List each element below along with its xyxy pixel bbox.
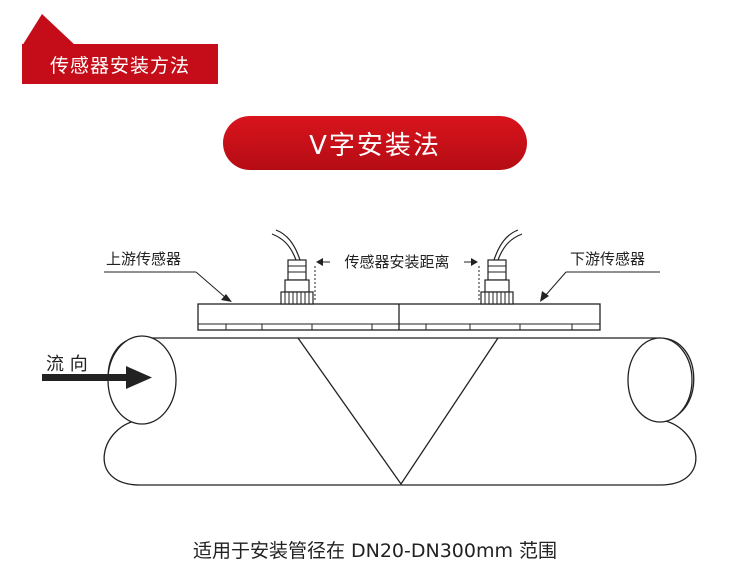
pipe-right-end — [627, 337, 693, 423]
downstream-sensor — [480, 229, 523, 305]
section-title-tab: 传感器安装方法 — [22, 44, 218, 84]
arrow-right-icon — [42, 366, 152, 389]
downstream-leader: 下游传感器 — [540, 250, 660, 302]
spacing-dimension: 传感器安装距离 — [314, 250, 480, 302]
applicable-range-caption: 适用于安装管径在 DN20-DN300mm 范围 — [192, 540, 558, 562]
method-title-pill: V字安装法 — [223, 116, 527, 170]
mounting-rail — [197, 303, 601, 331]
flow-label: 流 向 — [46, 354, 88, 375]
pipe-body — [103, 337, 697, 486]
upstream-leader: 上游传感器 — [104, 250, 232, 302]
installation-diagram: 传感器安装距离 上游传感器 下游传感器 流 向 — [42, 229, 697, 486]
section-title: 传感器安装方法 — [49, 54, 190, 77]
upstream-sensor-label: 上游传感器 — [106, 250, 181, 268]
upstream-sensor — [271, 229, 314, 305]
tab-roof-icon — [22, 14, 76, 46]
v-sound-path — [297, 337, 499, 486]
method-title: V字安装法 — [309, 130, 441, 161]
downstream-sensor-label: 下游传感器 — [570, 250, 645, 268]
spacing-label: 传感器安装距离 — [344, 253, 449, 271]
flow-direction: 流 向 — [42, 354, 152, 389]
